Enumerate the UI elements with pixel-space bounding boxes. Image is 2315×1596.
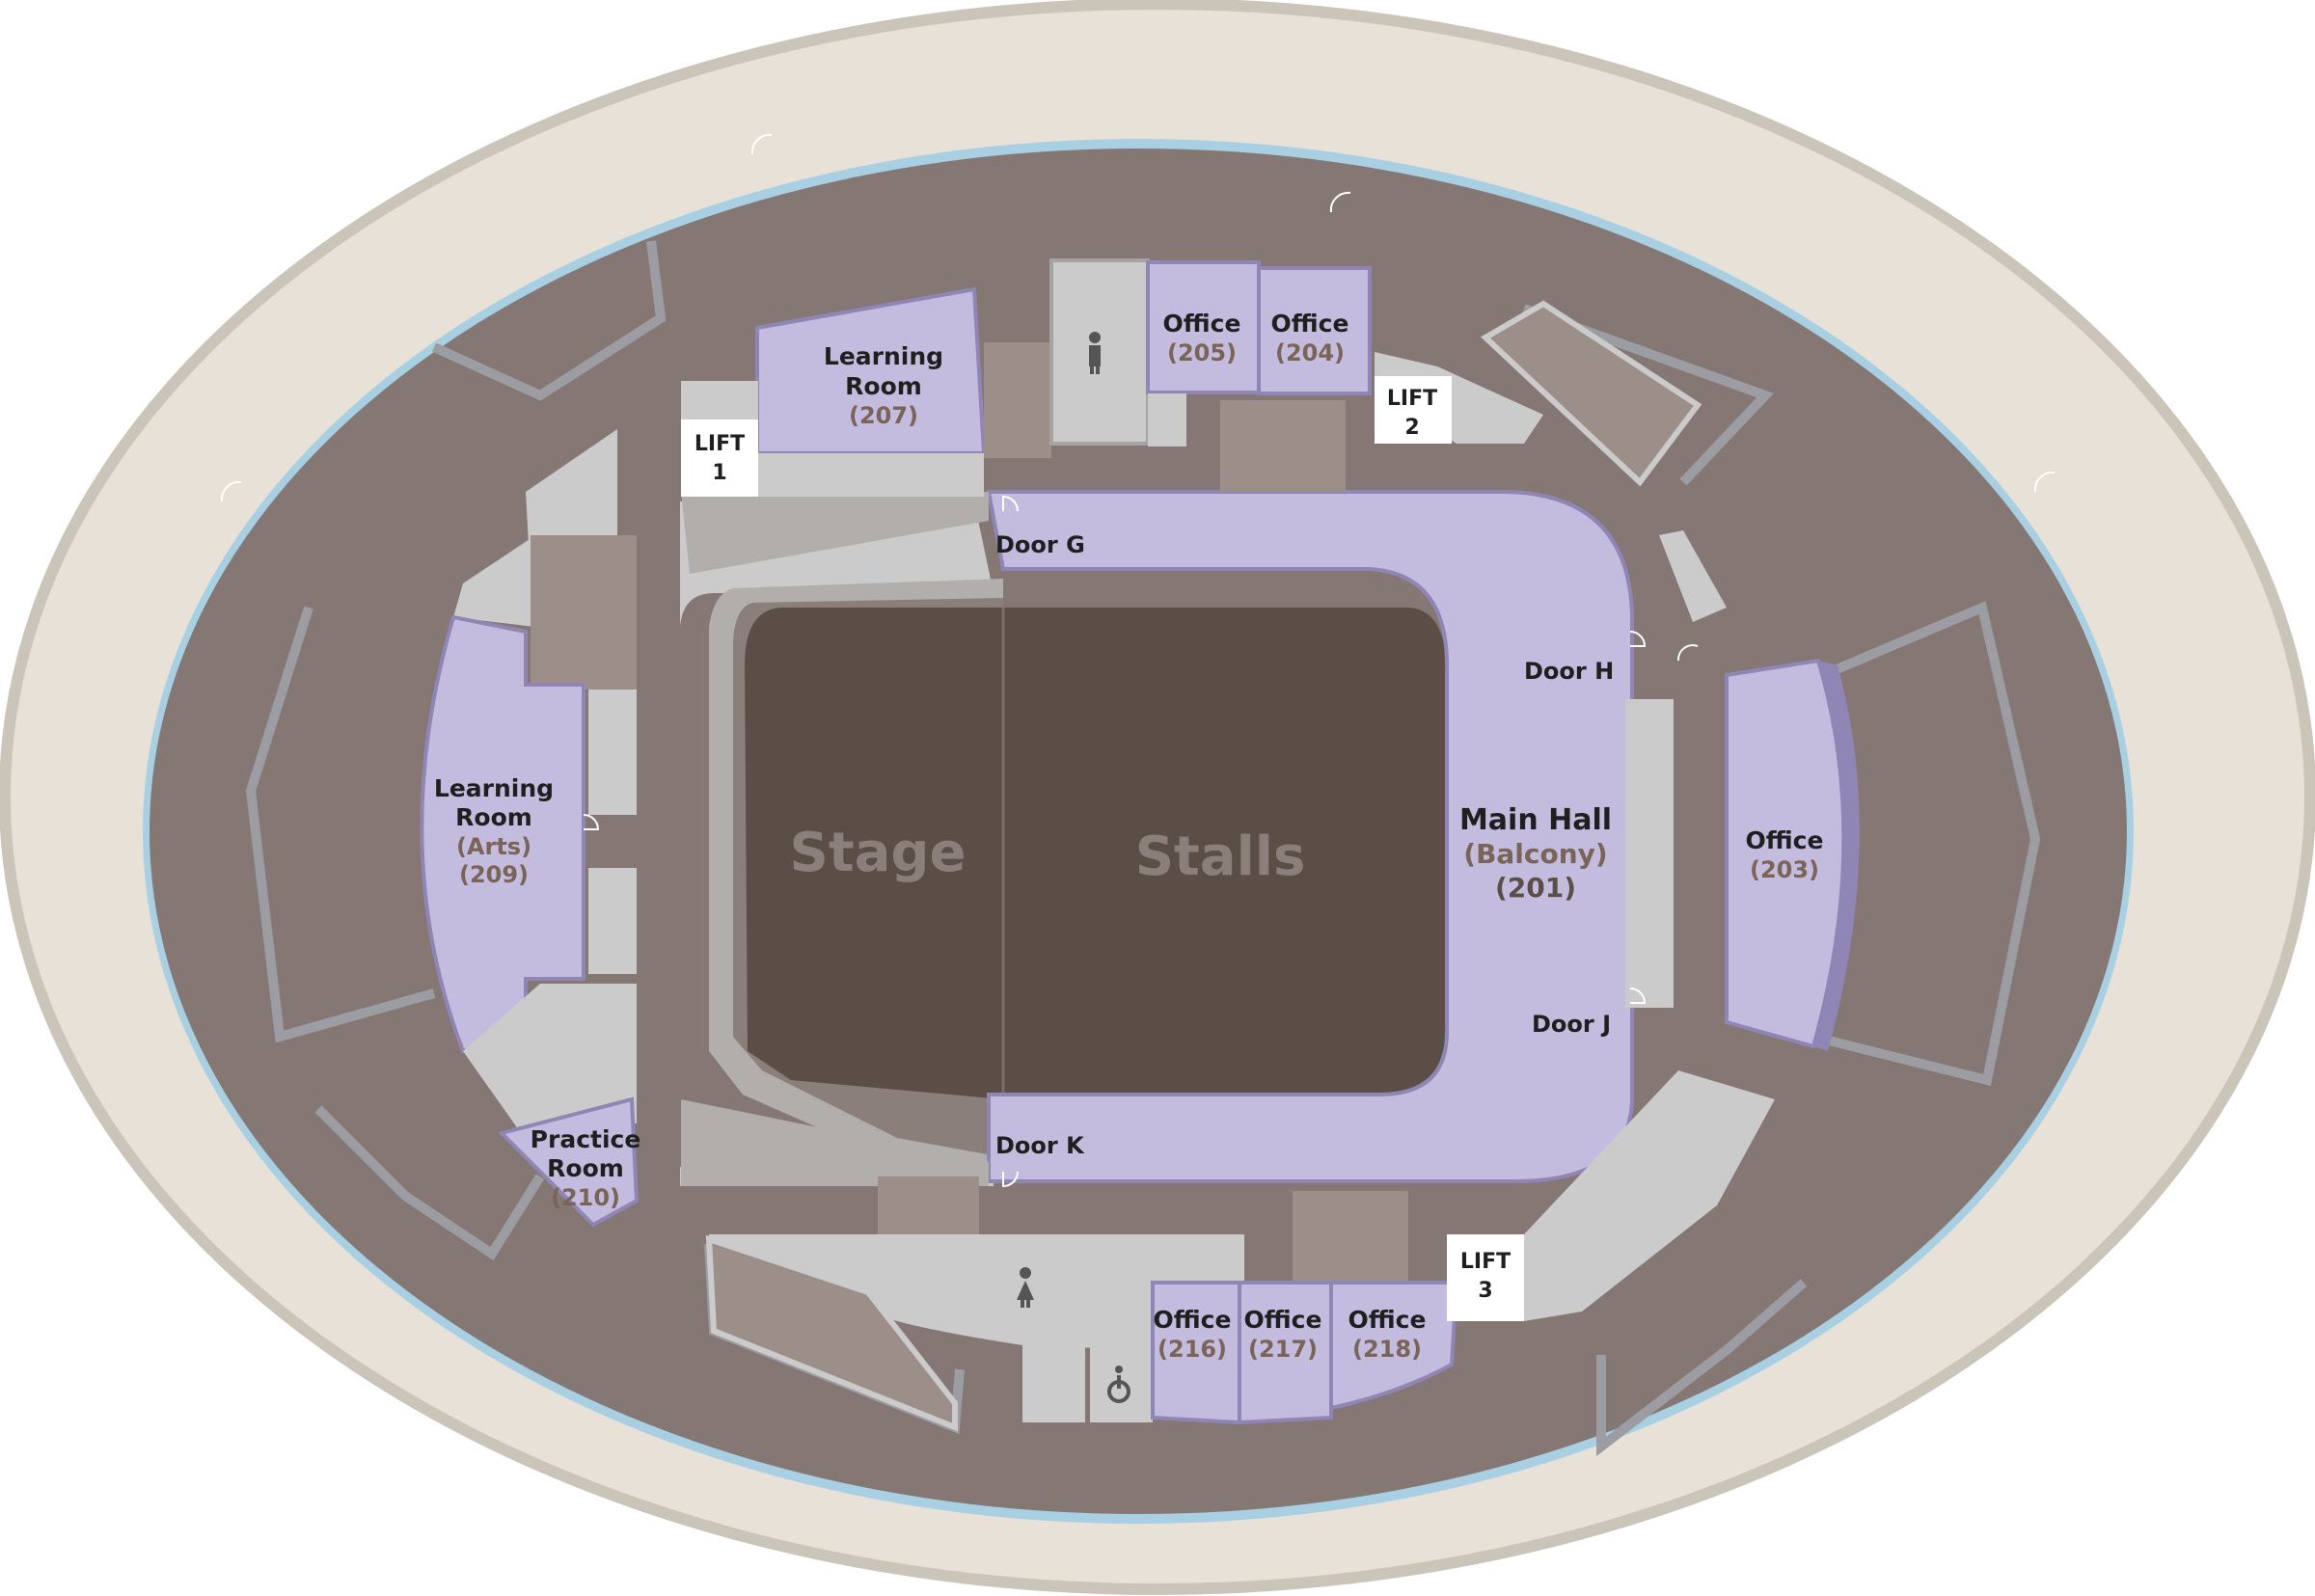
bottom-rooms	[705, 1070, 1775, 1432]
lift-3-label: LIFT	[1460, 1250, 1511, 1274]
lift-2-label: LIFT	[1387, 387, 1437, 411]
room-210-line2: Room	[547, 1154, 624, 1182]
door-h-label: Door H	[1524, 658, 1614, 685]
room-207-line2: Room	[845, 372, 922, 400]
main-hall-sub: (Balcony)	[1463, 838, 1607, 870]
lift-3-num: 3	[1478, 1279, 1492, 1303]
lift-2-num: 2	[1404, 416, 1419, 440]
office-205-name: Office	[1163, 310, 1241, 338]
room-207-num: (207)	[849, 402, 918, 429]
left-rooms	[420, 429, 640, 1228]
room-209-num: (209)	[459, 861, 529, 888]
stage-label: Stage	[790, 822, 967, 884]
room-209-line2: Room	[455, 803, 532, 831]
office-203-name: Office	[1746, 826, 1824, 854]
wheelchair-icon	[1097, 1360, 1145, 1408]
office-216-name: Office	[1154, 1306, 1232, 1334]
door-g-label: Door G	[995, 531, 1085, 558]
toilet-man-icon	[1089, 332, 1101, 374]
room-209-sub: (Arts)	[456, 833, 531, 860]
office-203-num: (203)	[1750, 856, 1819, 883]
door-k-label: Door K	[995, 1132, 1085, 1159]
right-rooms	[1625, 658, 1860, 1051]
stalls-label: Stalls	[1135, 825, 1306, 888]
office-218-num: (218)	[1352, 1336, 1422, 1363]
left-corridor	[681, 492, 989, 574]
office-204-num: (204)	[1275, 339, 1345, 366]
office-217-num: (217)	[1248, 1336, 1318, 1363]
room-207-line1: Learning	[824, 342, 943, 370]
toilet-woman-icon	[1017, 1267, 1034, 1308]
room-209-line1: Learning	[434, 774, 554, 802]
office-205-num: (205)	[1167, 339, 1237, 366]
office-217-name: Office	[1244, 1306, 1322, 1334]
main-hall-num: (201)	[1495, 872, 1576, 904]
door-swing-icon	[220, 133, 2056, 1188]
lift-1-label: LIFT	[694, 432, 745, 456]
room-210-line1: Practice	[531, 1125, 641, 1153]
door-j-label: Door J	[1532, 1011, 1611, 1038]
bottom-left-ramp	[681, 1099, 989, 1186]
main-hall-balcony[interactable]	[986, 490, 1634, 1183]
office-216-num: (216)	[1158, 1336, 1227, 1363]
office-204-name: Office	[1271, 310, 1349, 338]
room-210-num: (210)	[551, 1184, 620, 1211]
office-218-name: Office	[1348, 1306, 1427, 1334]
main-hall-name: Main Hall	[1459, 803, 1612, 837]
top-rooms	[681, 258, 1727, 622]
lift-1-num: 1	[712, 461, 726, 485]
